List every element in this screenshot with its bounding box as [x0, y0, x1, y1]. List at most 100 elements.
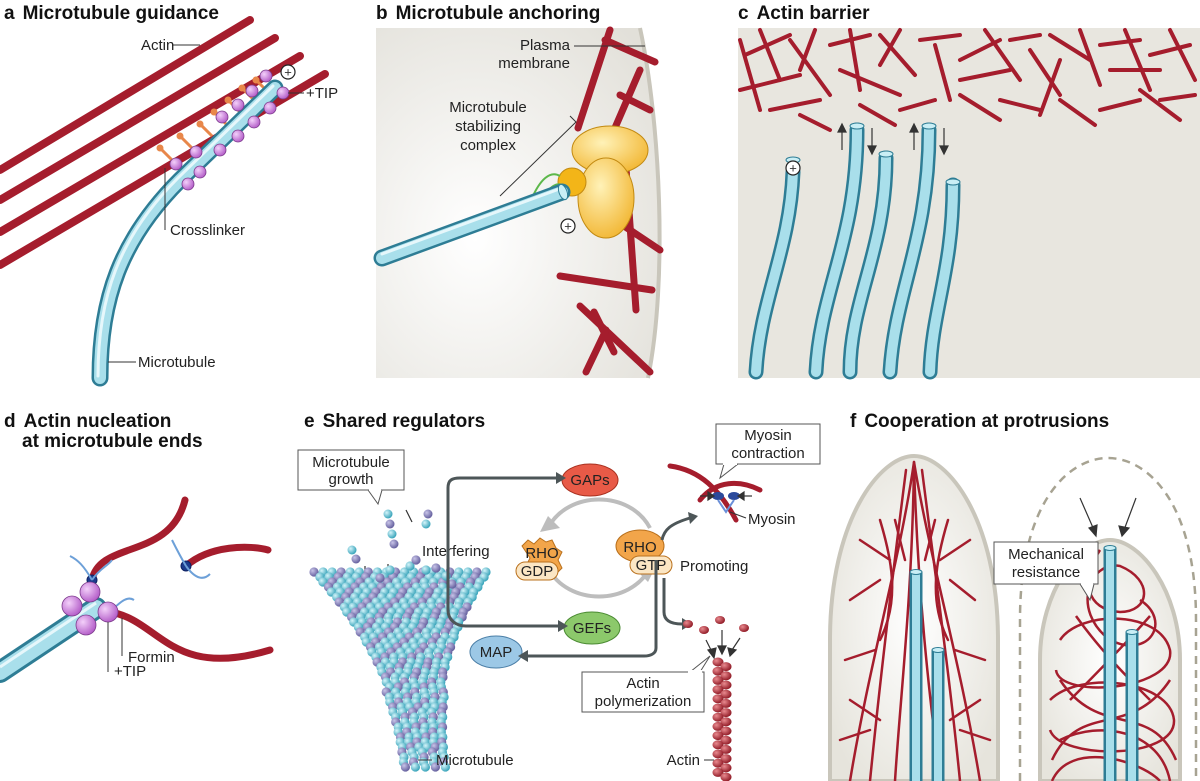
microtubules-right [1103, 545, 1139, 781]
microtubule-lattice-e [309, 555, 491, 772]
svg-text:GTP: GTP [636, 557, 667, 574]
actin-subunit [712, 721, 724, 731]
actin-subunit [720, 744, 732, 754]
tubulin-subunit [447, 579, 457, 589]
actin-subunit [712, 694, 724, 704]
label-plasma-1: Plasma [520, 37, 571, 54]
svg-text:contraction: contraction [731, 445, 804, 462]
plus-symbol: + [284, 65, 292, 80]
label-myosin: Myosin [748, 511, 796, 528]
svg-text:Mechanical: Mechanical [1008, 546, 1084, 563]
svg-text:Actin: Actin [626, 675, 659, 692]
label-formin: Formin [128, 649, 175, 666]
actin-subunit [720, 763, 732, 773]
rho-gdp: RHO GDP [515, 537, 563, 581]
protrusion-right-outline [1018, 456, 1198, 781]
tubulin-subunit [400, 762, 410, 772]
tubulin-subunit [431, 563, 441, 573]
tubulin-subunit [410, 762, 420, 772]
actin-subunit [712, 767, 724, 777]
actin-subunit [712, 758, 724, 768]
label-promoting: Promoting [680, 558, 748, 575]
actin-filaments-d [88, 496, 274, 662]
label-msc-3: complex [460, 137, 516, 154]
actin-subunit [712, 712, 724, 722]
svg-text:Microtubule: Microtubule [312, 454, 390, 471]
actin-subunit [720, 680, 732, 690]
actin-subunit [720, 735, 732, 745]
svg-text:polymerization: polymerization [595, 693, 692, 710]
microtubules-c [748, 122, 961, 380]
tip-proteins [169, 69, 290, 191]
free-tubulin [347, 509, 433, 564]
actin-subunit [712, 657, 724, 667]
actin-filament-e [712, 657, 732, 781]
free-actin [683, 616, 749, 634]
actin-subunit [712, 675, 724, 685]
label-actin: Actin [141, 37, 174, 54]
tubulin-subunit [405, 561, 415, 571]
svg-text:+: + [789, 161, 797, 176]
label-microtubule-a: Microtubule [138, 354, 216, 371]
tubulin-subunit [440, 762, 450, 772]
actin-subunit [712, 740, 724, 750]
actin-bundle [0, 16, 329, 269]
svg-text:+: + [564, 219, 572, 234]
svg-text:GEFs: GEFs [573, 620, 611, 637]
callout-mechanical-resistance [993, 541, 1099, 585]
label-plasma-2: membrane [498, 55, 570, 72]
svg-text:resistance: resistance [1012, 564, 1080, 581]
svg-text:RHO: RHO [623, 539, 656, 556]
actin-subunit [712, 703, 724, 713]
tubulin-subunit [385, 565, 395, 575]
crosslinker-heads [156, 76, 260, 152]
plasma-membrane [638, 27, 662, 379]
cortical-actin-b [556, 26, 664, 376]
polymerization-arrows [837, 122, 949, 156]
actin-meshwork [738, 28, 1197, 132]
actin-subunit [720, 708, 732, 718]
actin-subunit [720, 662, 732, 672]
label-tip-d: +TIP [114, 663, 146, 680]
actin-subunit [720, 754, 732, 764]
tubulin-subunit [375, 573, 385, 583]
actin-subunit [712, 685, 724, 695]
plus-end-marker-b [560, 218, 576, 234]
actin-subunit [720, 717, 732, 727]
complex-part-body [577, 157, 635, 239]
regulator-connectors [446, 476, 691, 658]
label-microtubule-e: Microtubule [436, 752, 514, 769]
actin-subunit [712, 666, 724, 676]
callout-myosin-contraction [715, 423, 821, 465]
svg-text:MAP: MAP [480, 644, 513, 661]
microtubule-b [373, 183, 571, 267]
actin-subunit [720, 698, 732, 708]
plus-end-marker-c [785, 160, 801, 176]
tubulin-subunit [420, 762, 430, 772]
panel-d-title-2: at microtubule ends [22, 431, 203, 452]
svg-text:RHO: RHO [525, 545, 558, 562]
svg-text:Myosin: Myosin [744, 427, 792, 444]
myosin-motor [712, 492, 740, 514]
label-actin-e: Actin [667, 752, 700, 769]
resistance-arrows [1079, 497, 1137, 538]
actin-subunit [712, 731, 724, 741]
microtubules-left [909, 569, 945, 781]
rho-gtp: RHO GTP [615, 529, 673, 575]
actin-subunit [720, 772, 732, 781]
cytoplasm-c [738, 28, 1200, 378]
plus-end-marker [280, 64, 296, 80]
label-interfering: Interfering [422, 543, 490, 560]
label-msc-1: Microtubule [449, 99, 527, 116]
